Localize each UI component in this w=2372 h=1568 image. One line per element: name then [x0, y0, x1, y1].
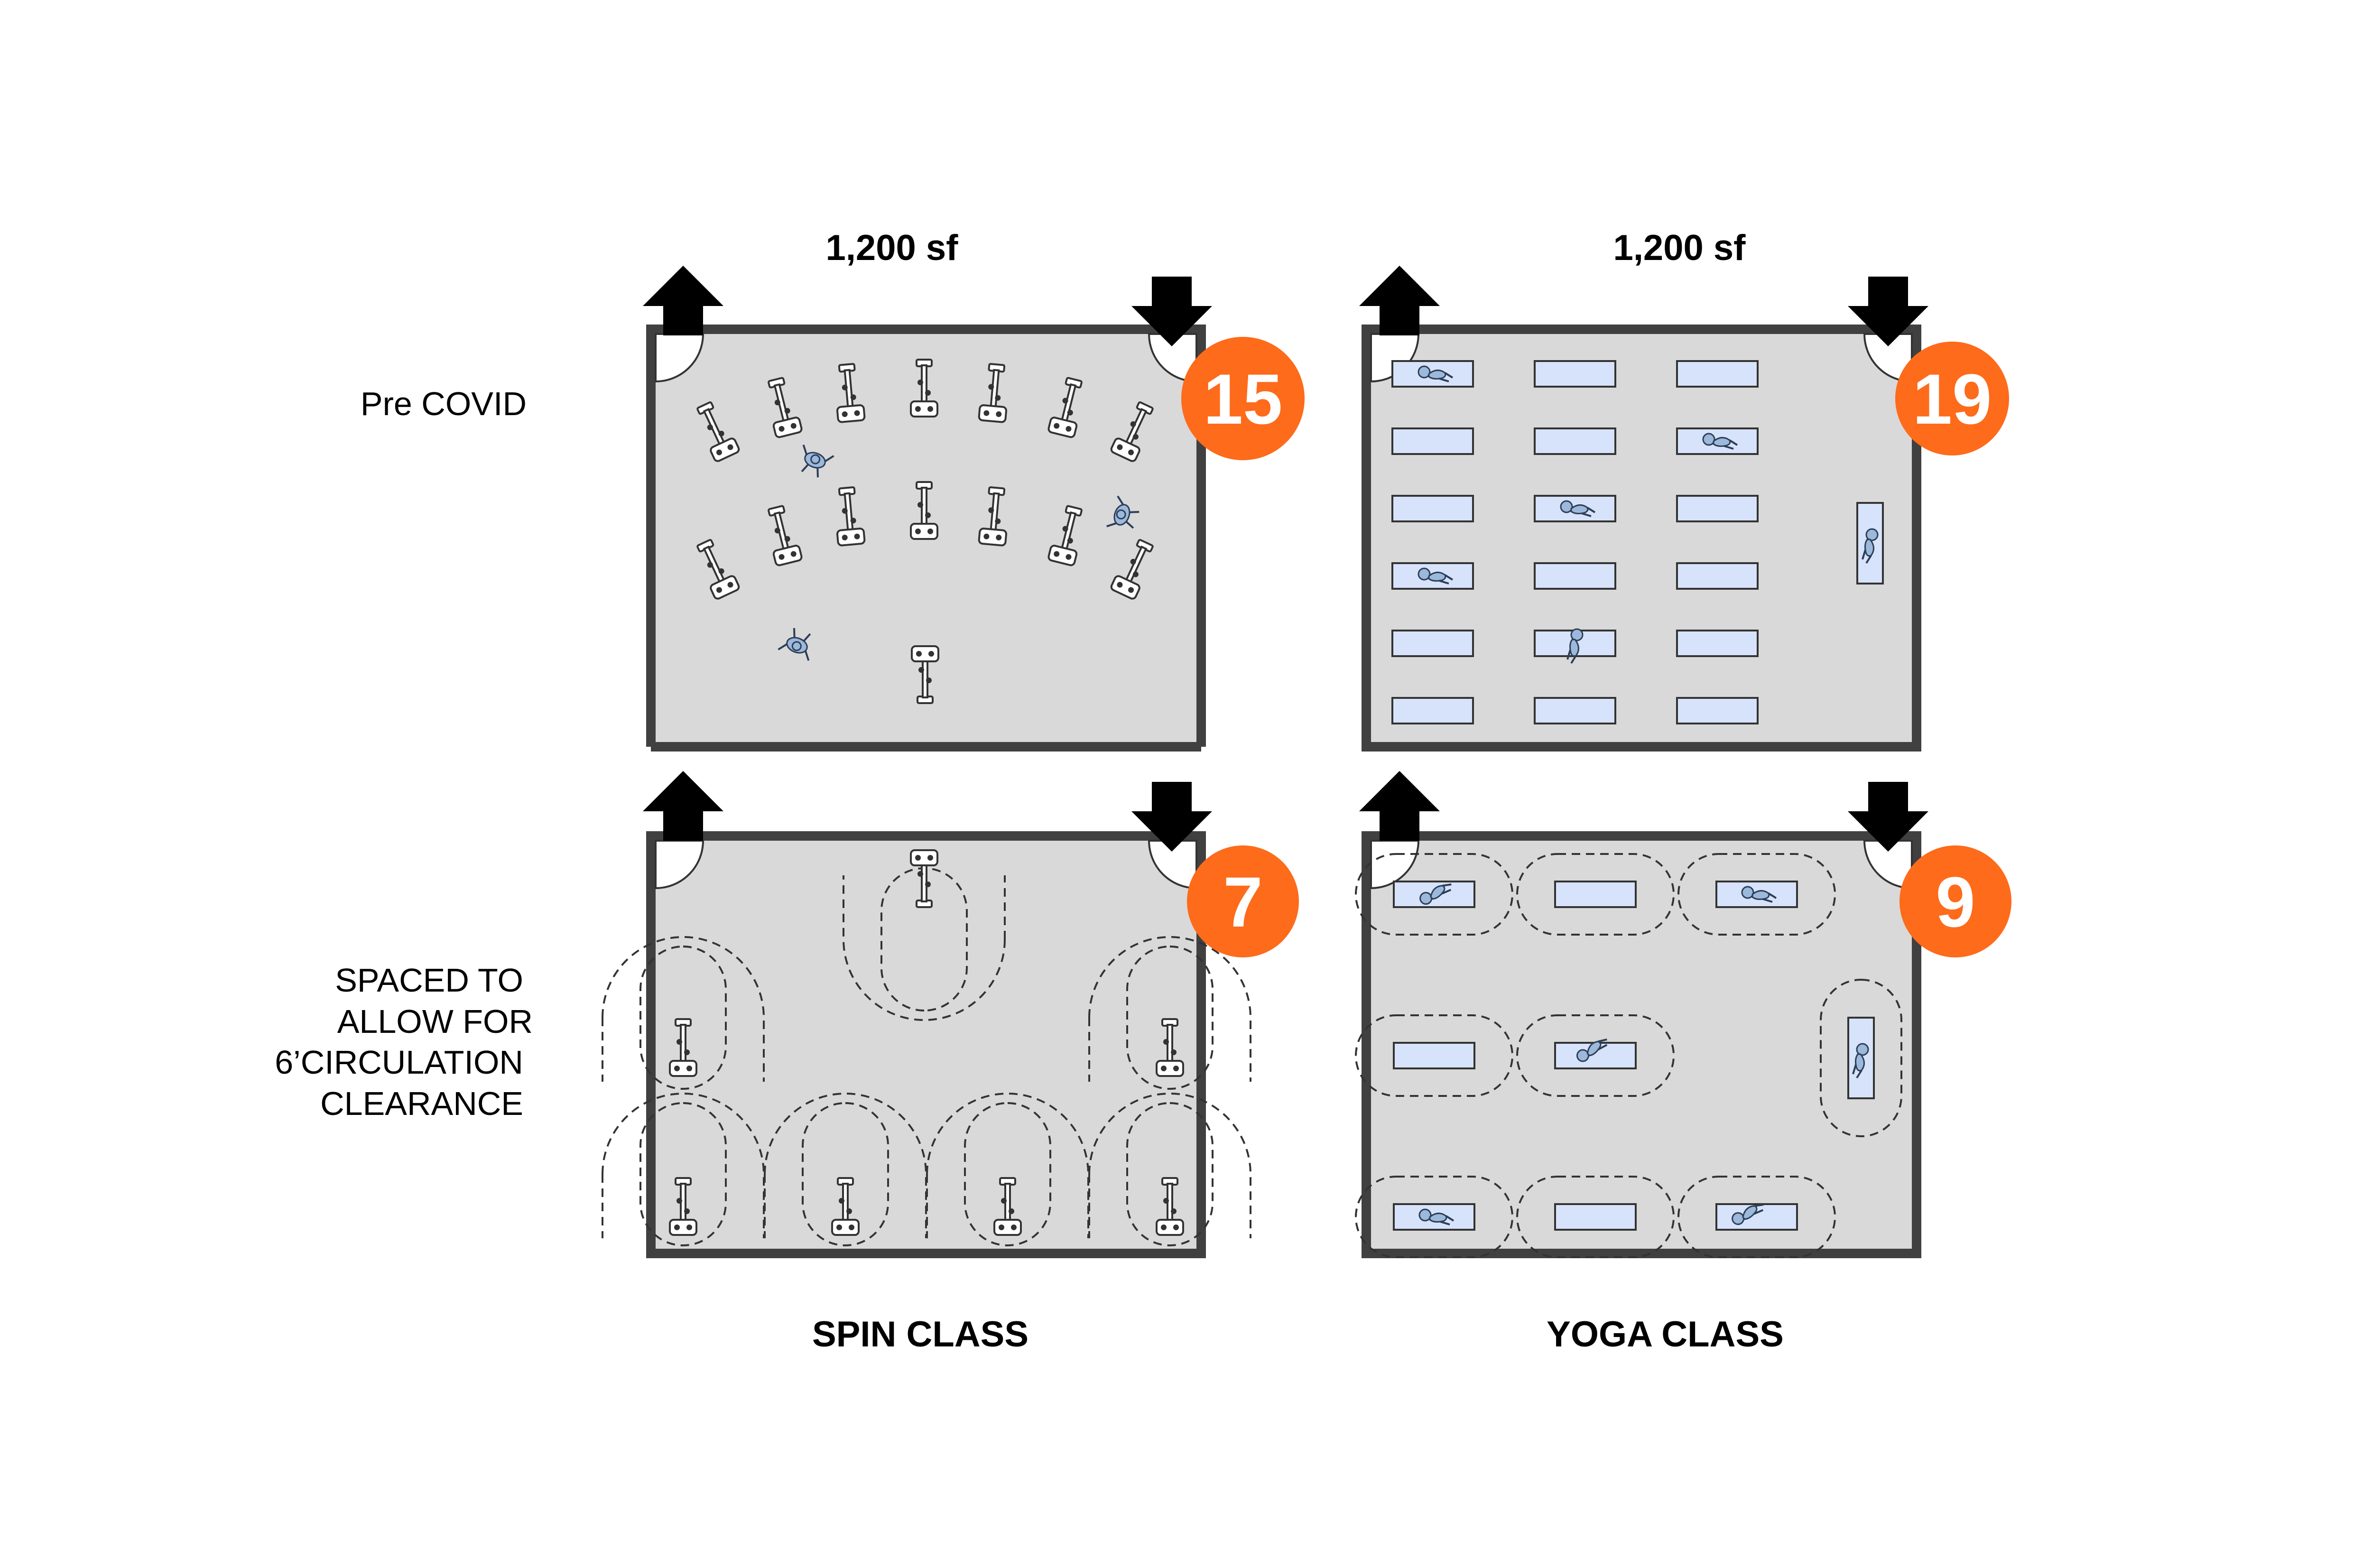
yoga-mat	[1534, 360, 1616, 388]
post-label-line-2: ALLOW FOR	[337, 1003, 533, 1040]
yoga-post-count-badge: 9	[1899, 845, 2011, 957]
yoga-post-count: 9	[1936, 862, 1975, 942]
post-label-line-1: SPACED TO	[335, 962, 523, 999]
pre-covid-label: Pre COVID	[361, 385, 527, 422]
post-label-line-3: 6’CIRCULATION	[275, 1044, 523, 1081]
exit-arrow-icon	[643, 771, 723, 841]
yoga-area-label: 1,200 sf	[1613, 228, 1746, 268]
spin-class-label: SPIN CLASS	[812, 1314, 1028, 1355]
room-yoga-pre	[1362, 325, 1921, 752]
yoga-mat	[1554, 881, 1637, 908]
yoga-mat	[1391, 630, 1474, 657]
spin-area-label: 1,200 sf	[826, 228, 959, 268]
yoga-mat	[1391, 427, 1474, 455]
yoga-pre-mats	[1391, 360, 1884, 724]
yoga-mat	[1676, 495, 1759, 522]
yoga-pre-count-badge: 19	[1895, 342, 2009, 455]
spin-post-count: 7	[1223, 862, 1262, 942]
yoga-mat	[1534, 427, 1616, 455]
instructor-mat	[1856, 502, 1884, 585]
spin-post-count-badge: 7	[1187, 845, 1299, 957]
spin-pre-count: 15	[1204, 359, 1283, 439]
exit-arrow-icon	[1359, 771, 1440, 841]
yoga-mat	[1393, 1203, 1475, 1231]
yoga-mat	[1676, 562, 1759, 590]
yoga-mat	[1676, 697, 1759, 724]
clearance-zone	[1820, 979, 1902, 1137]
door-swings	[655, 333, 1913, 890]
yoga-mat	[1554, 1203, 1637, 1231]
post-label-line-4: CLEARANCE	[320, 1085, 523, 1122]
spin-pre-count-badge: 15	[1181, 337, 1305, 460]
yoga-mat	[1676, 360, 1759, 388]
yoga-mat	[1534, 697, 1616, 724]
yoga-mat	[1391, 495, 1474, 522]
yoga-mat	[1534, 562, 1616, 590]
yoga-mat	[1391, 697, 1474, 724]
yoga-class-label: YOGA CLASS	[1547, 1314, 1784, 1355]
yoga-post-layout	[1355, 853, 1902, 1258]
yoga-mat	[1676, 630, 1759, 657]
yoga-mat	[1393, 1042, 1475, 1069]
yoga-pre-count: 19	[1913, 359, 1992, 439]
